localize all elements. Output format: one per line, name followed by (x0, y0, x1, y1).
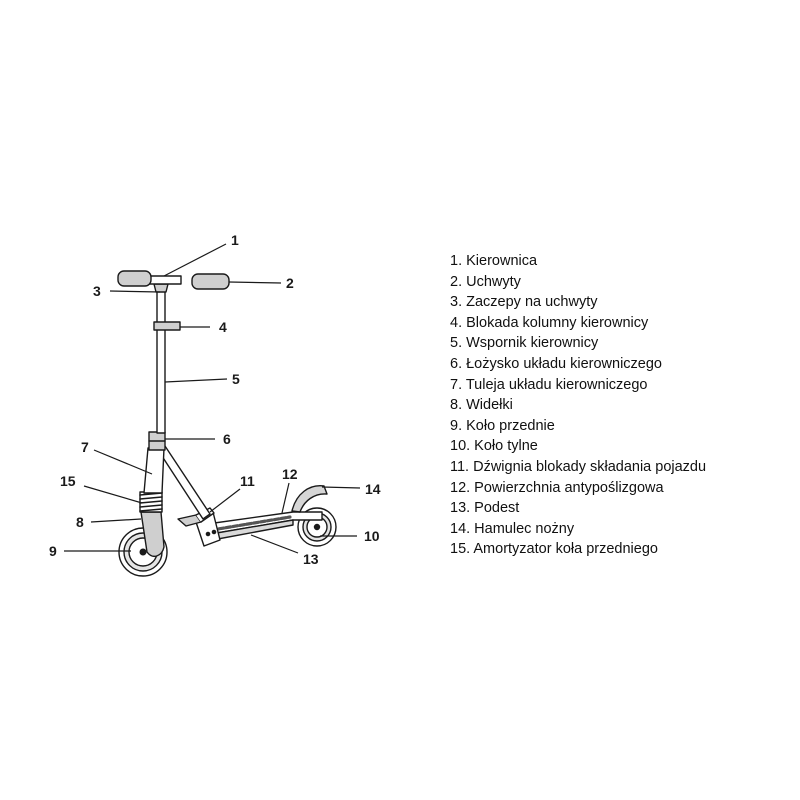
legend-item-1: 1. Kierownica (450, 253, 538, 269)
callout-4: 4 (219, 319, 227, 335)
callout-9: 9 (49, 543, 57, 559)
suspension-spring (139, 491, 163, 513)
callout-numbers: 1 2 3 4 5 6 7 8 9 10 11 12 13 14 15 (49, 232, 381, 567)
fork (140, 511, 165, 557)
legend-item-10: 10. Koło tylne (450, 438, 538, 455)
callout-3: 3 (93, 283, 101, 299)
parts-legend: 1. Kierownica 2. Uchwyty 3. Zaczepy na u… (450, 251, 706, 560)
callout-10: 10 (364, 528, 380, 544)
steering-sleeve (143, 447, 165, 494)
handlebar-clamp (153, 283, 169, 293)
callout-13: 13 (303, 551, 319, 567)
callout-1: 1 (231, 232, 239, 248)
callout-7: 7 (81, 439, 89, 455)
legend-item-9: 9. Koło przednie (450, 417, 555, 434)
steering-bearing (148, 431, 166, 451)
legend-item-12: 12. Powierzchnia antypoślizgowa (450, 479, 664, 496)
legend-item-13: 13. Podest (450, 500, 520, 517)
callout-14: 14 (365, 481, 381, 497)
rear-brake-fender (291, 485, 328, 513)
legend-item-15: 15. Amortyzator koła przedniego (450, 541, 658, 558)
stem-lock-clamp (153, 321, 181, 331)
leader-lines (64, 243, 361, 554)
callout-12: 12 (282, 466, 298, 482)
callout-8: 8 (76, 514, 84, 530)
legend-item-2: 2. Uchwyty (450, 273, 521, 290)
callout-6: 6 (223, 431, 231, 447)
legend-item-7: 7. Tuleja układu kierowniczego (450, 376, 648, 393)
handlebar (117, 270, 230, 290)
legend-item-3: 3. Zaczepy na uchwyty (450, 294, 598, 311)
handlebar-stem (156, 289, 166, 434)
legend-item-5: 5. Wspornik kierownicy (450, 335, 599, 352)
callout-5: 5 (232, 371, 240, 387)
callout-2: 2 (286, 275, 294, 291)
scooter-drawing (117, 270, 337, 577)
legend-item-6: 6. Łożysko układu kierowniczego (450, 355, 662, 372)
callout-11: 11 (240, 473, 255, 489)
legend-item-14: 14. Hamulec nożny (450, 520, 575, 537)
legend-item-8: 8. Widełki (450, 397, 513, 414)
legend-item-4: 4. Blokada kolumny kierownicy (450, 314, 649, 331)
legend-item-11: 11. Dźwignia blokady składania pojazdu (450, 458, 707, 475)
down-tube (157, 445, 211, 520)
callout-15: 15 (60, 473, 76, 489)
